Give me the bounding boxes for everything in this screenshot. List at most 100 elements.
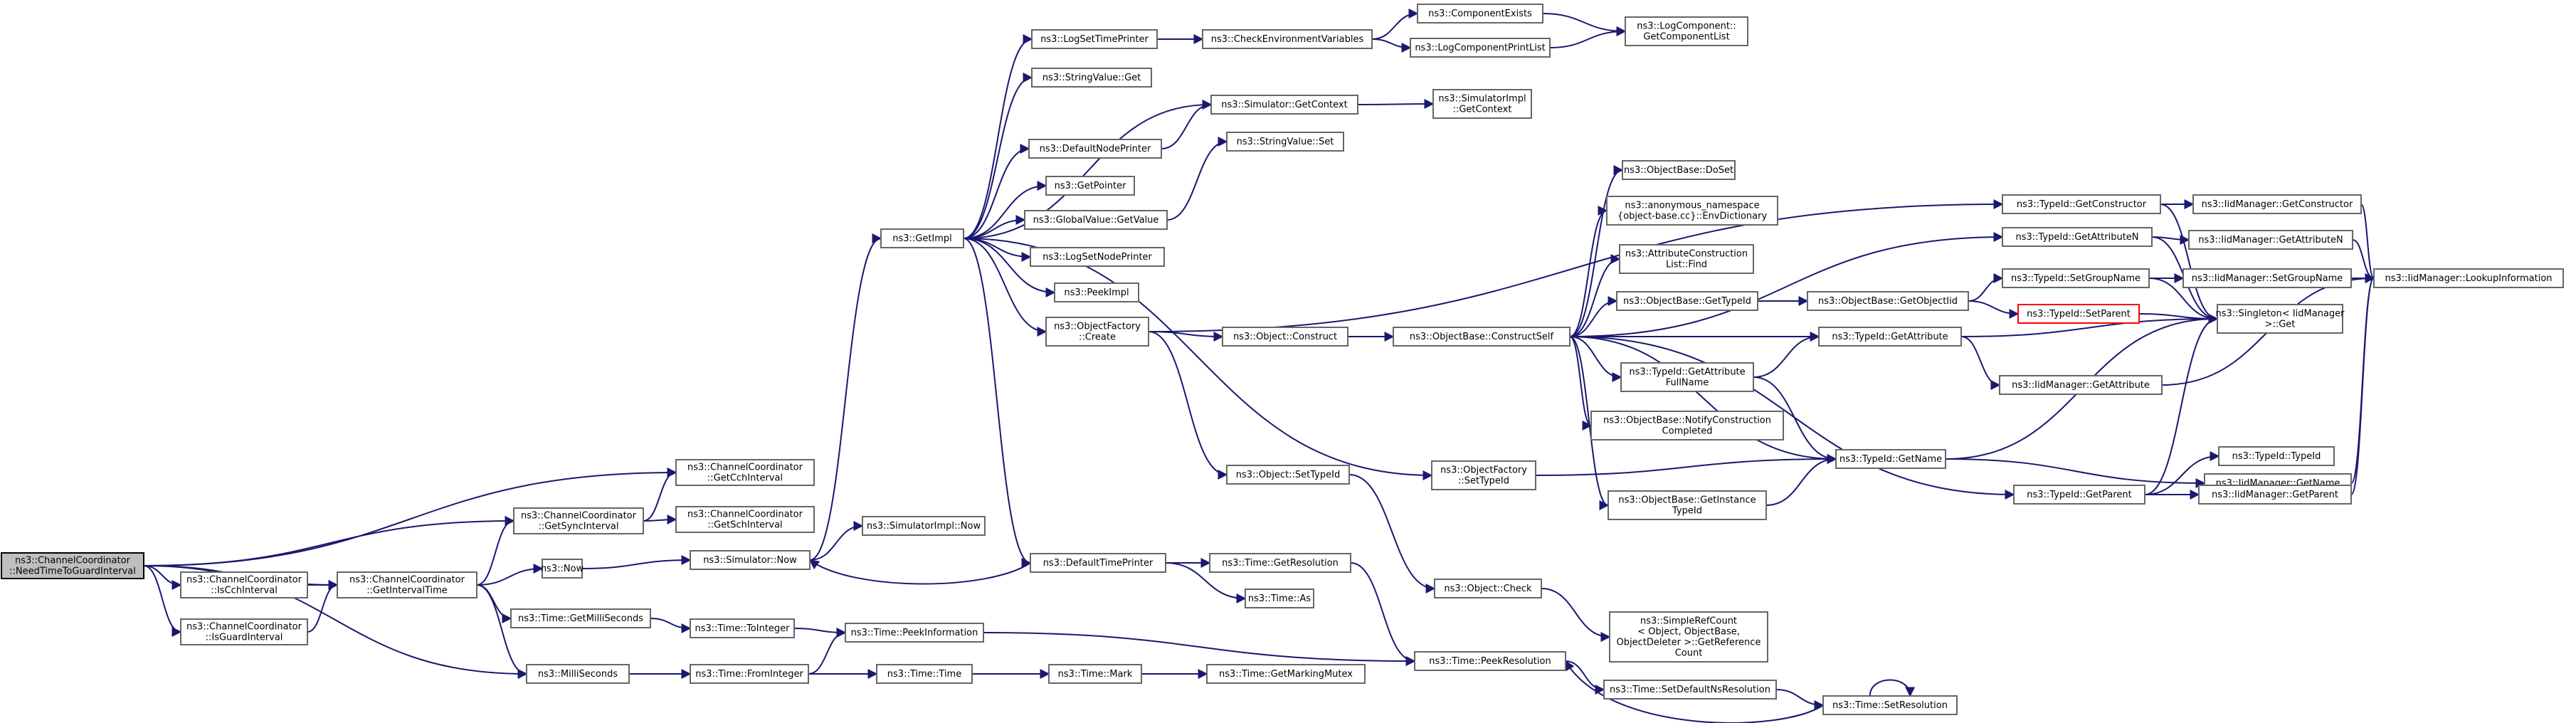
node-singleton[interactable]: ns3::Singleton< IidManager>::Get [2215,304,2345,334]
node-objConstruct[interactable]: ns3::Object::Construct [1222,327,1348,347]
node-constructSelf[interactable]: ns3::ObjectBase::ConstructSelf [1393,327,1571,347]
node-strSet[interactable]: ns3::StringValue::Set [1226,132,1344,152]
node-getMilli[interactable]: ns3::Time::GetMilliSeconds [510,608,651,628]
node-getSync[interactable]: ns3::ChannelCoordinator::GetSyncInterval [513,507,644,534]
node-box [876,664,973,684]
call-edge-objCheck-to-simpleRef [1541,588,1611,642]
node-getInterval[interactable]: ns3::ChannelCoordinator::GetIntervalTime [337,571,477,598]
node-tidGetCtor[interactable]: ns3::TypeId::GetConstructor [2002,194,2161,214]
node-label-line: ::Create [1079,332,1116,343]
node-label-line: ns3::Now [541,564,584,574]
node-globGet[interactable]: ns3::GlobalValue::GetValue [1024,210,1168,230]
node-getImpl[interactable]: ns3::GetImpl [880,228,964,248]
node-simImplCtx[interactable]: ns3::SimulatorImpl::GetContext [1432,89,1532,119]
node-iidSetGroup[interactable]: ns3::IidManager::SetGroupName [2182,268,2352,288]
node-now[interactable]: ns3::Now [541,559,584,579]
node-label-line: ns3::Time::ToInteger [695,623,790,634]
node-isCch[interactable]: ns3::ChannelCoordinator::IsCchInterval [180,571,308,598]
node-tidGetParent[interactable]: ns3::TypeId::GetParent [2013,485,2145,505]
node-label-line: ns3::ObjectFactory [1054,322,1141,332]
node-timeMark[interactable]: ns3::Time::Mark [1048,664,1142,684]
node-objSetTypeId[interactable]: ns3::Object::SetTypeId [1226,465,1350,485]
call-edge-root-to-getSync [143,516,515,566]
node-fromInteger[interactable]: ns3::Time::FromInteger [690,664,809,684]
node-setRes[interactable]: ns3::Time::SetResolution [1822,695,1958,715]
node-label-line: < Object, ObjectBase, [1637,627,1740,638]
node-getPointer[interactable]: ns3::GetPointer [1045,176,1135,196]
node-peekRes[interactable]: ns3::Time::PeekResolution [1414,651,1566,671]
node-isGuard[interactable]: ns3::ChannelCoordinator::IsGuardInterval [180,618,308,645]
node-iidGetParent[interactable]: ns3::IidManager::GetParent [2198,485,2352,505]
node-peekImpl[interactable]: ns3::PeekImpl [1054,283,1139,302]
node-peekInfo[interactable]: ns3::Time::PeekInformation [845,623,984,643]
node-box [1590,411,1784,440]
node-defNode[interactable]: ns3::DefaultNodePrinter [1028,139,1162,159]
node-markMutex[interactable]: ns3::Time::GetMarkingMutex [1206,664,1366,684]
node-logSetTime[interactable]: ns3::LogSetTimePrinter [1031,29,1158,49]
node-obGetTid[interactable]: ns3::ObjectBase::GetTypeId [1616,291,1758,311]
node-objCheck[interactable]: ns3::Object::Check [1434,579,1542,598]
call-edge-constructSelf-to-envDict [1569,206,1608,337]
node-tidGetAttrN[interactable]: ns3::TypeId::GetAttributeN [2002,227,2153,247]
node-logCompPrint[interactable]: ns3::LogComponentPrintList [1410,38,1551,58]
node-logCompList[interactable]: ns3::LogComponent::GetComponentList [1625,16,1748,46]
node-iidGetAttrN[interactable]: ns3::IidManager::GetAttributeN [2188,230,2353,250]
node-box [2217,304,2343,334]
node-getCch[interactable]: ns3::ChannelCoordinator::GetCchInterval [675,459,815,486]
node-doSet[interactable]: ns3::ObjectBase::DoSet [1622,160,1736,180]
node-tidGetAttr[interactable]: ns3::TypeId::GetAttribute [1818,327,1962,347]
node-tidTypeId[interactable]: ns3::TypeId::TypeId [2218,446,2335,466]
node-iidGetAttr[interactable]: ns3::IidManager::GetAttribute [1999,375,2163,395]
node-notifyConst[interactable]: ns3::ObjectBase::NotifyConstructionCompl… [1590,411,1784,440]
node-label-line: ns3::Singleton< IidManager [2215,309,2345,320]
node-tidGetName[interactable]: ns3::TypeId::GetName [1835,449,1946,469]
node-label-line: >::Get [2265,320,2296,330]
node-tidSetGroup[interactable]: ns3::TypeId::SetGroupName [2002,268,2150,288]
node-compExists[interactable]: ns3::ComponentExists [1417,4,1543,23]
node-label-line: ns3::Object::Check [1444,584,1532,594]
node-iidGetCtor[interactable]: ns3::IidManager::GetConstructor [2192,194,2362,214]
node-label-line: ::GetSchInterval [707,520,782,531]
node-tidSetParent[interactable]: ns3::TypeId::SetParent [2017,304,2140,324]
call-edge-tidGetCtor-to-singleton [2160,204,2219,324]
call-edge-getImpl-to-defNode [963,144,1030,239]
node-label-line: ns3::GetPointer [1055,181,1126,191]
node-timeAs[interactable]: ns3::Time::As [1245,589,1314,608]
node-box [1818,327,1962,347]
node-simNow[interactable]: ns3::Simulator::Now [690,550,811,570]
node-label-line: ns3::TypeId::TypeId [2232,451,2321,462]
node-simImplNow[interactable]: ns3::SimulatorImpl::Now [862,516,986,536]
node-objFactCreate[interactable]: ns3::ObjectFactory::Create [1045,317,1149,347]
node-timeGetRes[interactable]: ns3::Time::GetResolution [1209,553,1351,573]
node-simGetCtx[interactable]: ns3::Simulator::GetContext [1210,95,1358,115]
node-label-line: FullName [1666,378,1709,389]
node-label-line: ns3::ObjectBase::ConstructSelf [1410,332,1554,342]
node-simpleRef[interactable]: ns3::SimpleRefCount< Object, ObjectBase,… [1609,611,1768,663]
node-toInteger[interactable]: ns3::Time::ToInteger [690,618,795,638]
call-edge-peekInfo-to-peekRes [983,632,1416,666]
node-getObjectIid[interactable]: ns3::ObjectBase::GetObjectIid [1807,291,1969,311]
node-label-line: ns3::TypeId::GetAttribute [1832,332,1948,342]
node-envDict[interactable]: ns3::anonymous_namespace{object-base.cc}… [1606,196,1778,226]
node-checkEnv[interactable]: ns3::CheckEnvironmentVariables [1202,29,1373,49]
node-setDefNs[interactable]: ns3::Time::SetDefaultNsResolution [1603,680,1777,700]
node-objFactSetTid[interactable]: ns3::ObjectFactory::SetTypeId [1431,460,1536,490]
node-iidLookup[interactable]: ns3::IidManager::LookupInformation [2373,268,2564,288]
node-getSch[interactable]: ns3::ChannelCoordinator::GetSchInterval [675,506,815,533]
node-box [690,618,795,638]
node-root[interactable]: ns3::ChannelCoordinator::NeedTimeToGuard… [1,552,144,579]
call-edge-objFactCreate-to-objSetTypeId [1148,331,1228,480]
node-defTime[interactable]: ns3::DefaultTimePrinter [1030,553,1166,573]
node-strGet[interactable]: ns3::StringValue::Get [1031,68,1152,88]
node-logSetNode[interactable]: ns3::LogSetNodePrinter [1030,247,1165,267]
call-edge-peekRes-to-setDefNs [1565,660,1605,695]
node-label-line: ::GetContext [1453,105,1512,115]
node-label-line: ns3::GlobalValue::GetValue [1033,215,1159,226]
node-timeTime[interactable]: ns3::Time::Time [876,664,973,684]
node-label-line: ns3::ChannelCoordinator [15,556,131,566]
node-milli[interactable]: ns3::MilliSeconds [526,664,630,684]
node-label-line: ns3::IidManager::GetAttributeN [2198,235,2343,246]
